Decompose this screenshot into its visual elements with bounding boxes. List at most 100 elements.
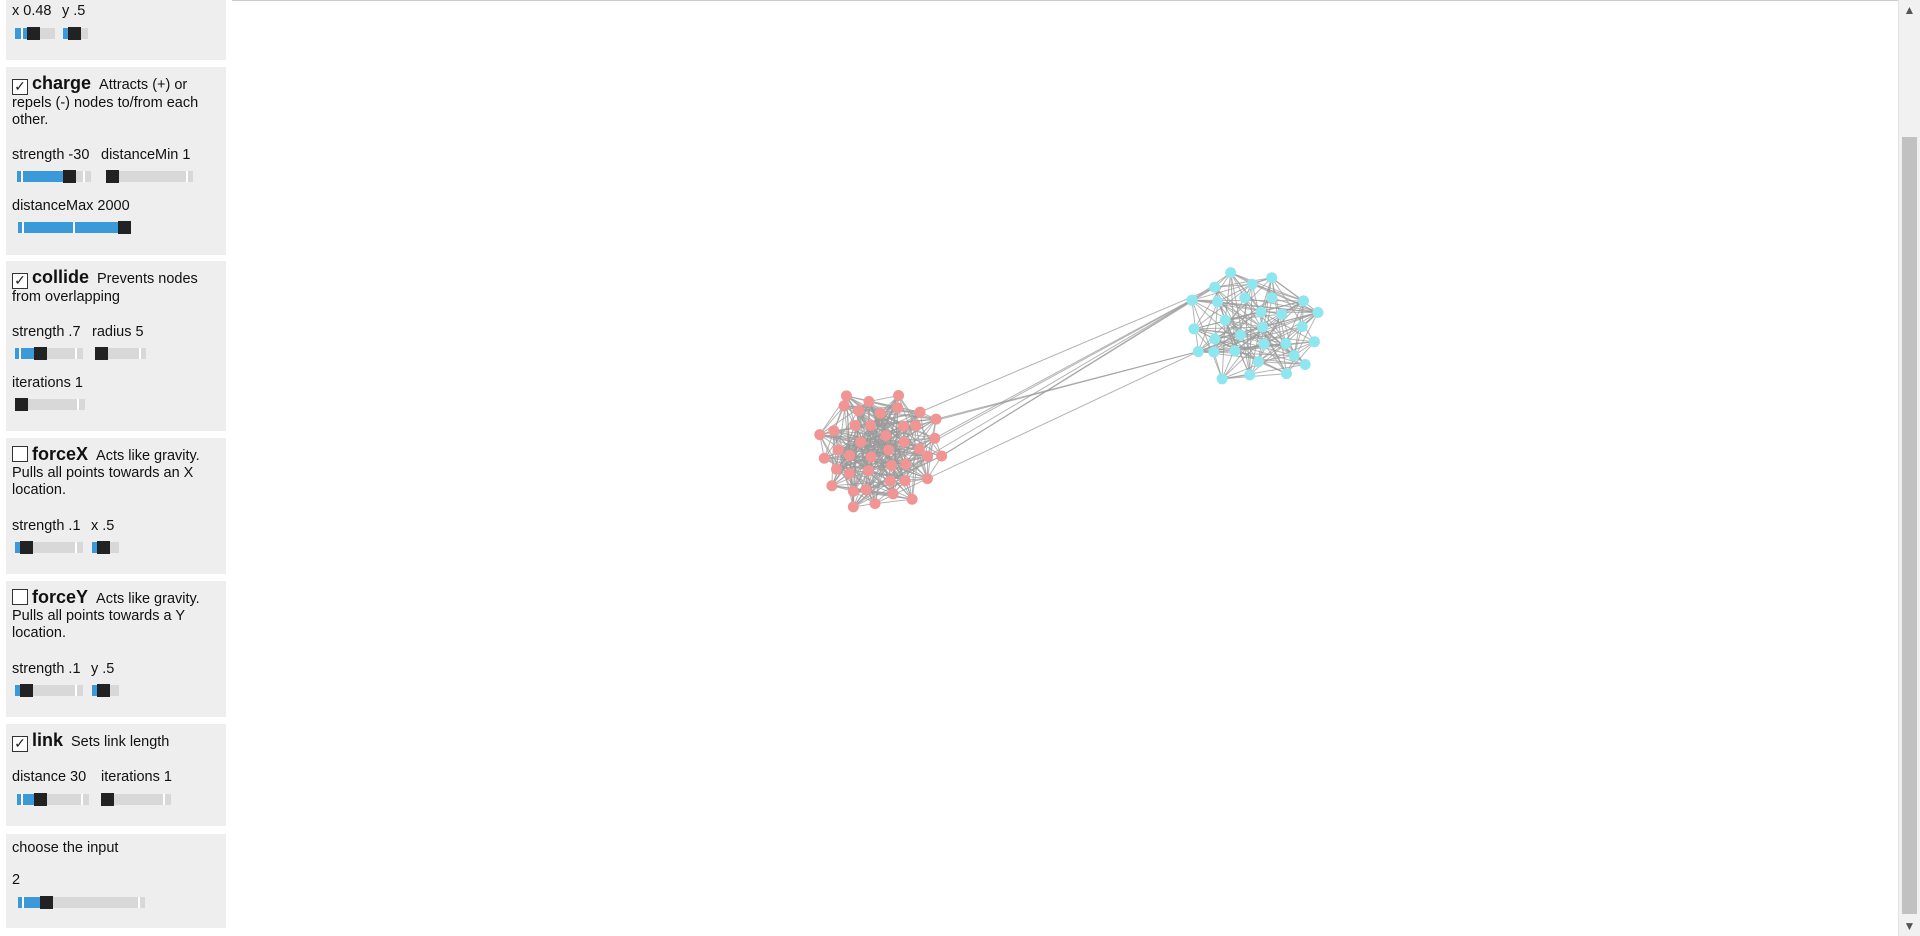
graph-node[interactable] [887,488,899,500]
graph-node[interactable] [843,468,855,480]
graph-node[interactable] [860,484,872,496]
graph-node[interactable] [826,480,838,492]
forcex-x-slider[interactable] [92,541,119,554]
graph-node[interactable] [929,432,941,444]
slider-handle[interactable] [27,27,40,40]
graph-node[interactable] [898,436,910,448]
graph-node[interactable] [1280,337,1292,349]
charge-distancemax-slider[interactable] [18,221,131,234]
graph-node[interactable] [1188,323,1200,335]
graph-node[interactable] [814,429,826,441]
collide-checkbox[interactable]: ✓ [12,273,28,289]
graph-node[interactable] [913,443,925,455]
graph-node[interactable] [936,450,948,462]
graph-node[interactable] [1266,292,1278,304]
graph-node[interactable] [1312,306,1324,318]
forcey-checkbox[interactable] [12,589,28,605]
graph-node[interactable] [1208,346,1220,358]
graph-node[interactable] [1209,333,1221,345]
graph-node[interactable] [847,485,859,497]
slider-handle[interactable] [34,347,47,360]
graph-node[interactable] [880,430,892,442]
graph-node[interactable] [1229,345,1241,357]
charge-checkbox[interactable]: ✓ [12,79,28,95]
graph-node[interactable] [1209,281,1221,293]
graph-node[interactable] [853,405,865,417]
graph-node[interactable] [1276,308,1288,320]
graph-node[interactable] [1258,338,1270,350]
slider-handle[interactable] [118,221,131,234]
graph-node[interactable] [863,396,875,408]
chevron-up-icon[interactable]: ▲ [1903,3,1916,17]
graph-node[interactable] [832,444,844,456]
graph-node[interactable] [847,501,859,513]
graph-node[interactable] [906,493,918,505]
graph-node[interactable] [1298,295,1310,307]
chevron-down-icon[interactable]: ▼ [1903,919,1916,933]
graph-node[interactable] [910,420,922,432]
graph-node[interactable] [1225,267,1237,279]
link-checkbox[interactable]: ✓ [12,736,28,752]
graph-node[interactable] [885,459,897,471]
graph-node[interactable] [844,449,856,461]
graph-node[interactable] [865,451,877,463]
collide-radius-slider[interactable] [95,347,146,360]
vertical-scrollbar[interactable]: ▲ ▼ [1898,0,1920,936]
graph-node[interactable] [1296,321,1308,333]
slider-handle[interactable] [15,398,28,411]
graph-node[interactable] [869,498,881,510]
graph-node[interactable] [1266,272,1278,284]
slider-handle[interactable] [106,170,119,183]
graph-node[interactable] [1299,359,1311,371]
graph-node[interactable] [818,452,830,464]
graph-node[interactable] [1212,296,1224,308]
slider-handle[interactable] [40,896,53,909]
graph-node[interactable] [1192,346,1204,358]
slider-handle[interactable] [20,541,33,554]
graph-node[interactable] [838,400,850,412]
graph-node[interactable] [892,402,904,414]
link-distance-slider[interactable] [17,793,89,806]
slider-handle[interactable] [20,684,33,697]
forcex-strength-slider[interactable] [15,541,83,554]
slider-handle[interactable] [68,27,81,40]
collide-strength-slider[interactable] [15,347,83,360]
graph-node[interactable] [849,420,861,432]
graph-node[interactable] [1244,369,1256,381]
link-iterations-slider[interactable] [101,793,171,806]
graph-node[interactable] [862,465,874,477]
slider-handle[interactable] [34,793,47,806]
forcey-strength-slider[interactable] [15,684,83,697]
graph-node[interactable] [855,436,867,448]
graph-node[interactable] [900,458,912,470]
graph-node[interactable] [930,413,942,425]
graph-node[interactable] [899,475,911,487]
slider-handle[interactable] [97,684,110,697]
graph-node[interactable] [865,419,877,431]
charge-distancemin-slider[interactable] [106,170,193,183]
forcey-y-slider[interactable] [92,684,119,697]
slider-handle[interactable] [95,347,108,360]
graph-node[interactable] [914,406,926,418]
graph-node[interactable] [874,407,886,419]
graph-node[interactable] [828,425,840,437]
graph-node[interactable] [1255,306,1267,318]
forcex-checkbox[interactable] [12,446,28,462]
slider-handle[interactable] [101,793,114,806]
slider-handle[interactable] [97,541,110,554]
graph-node[interactable] [893,390,905,402]
graph-node[interactable] [1257,321,1269,333]
graph-node[interactable] [898,420,910,432]
graph-node[interactable] [1186,294,1198,306]
graph-node[interactable] [1216,373,1228,385]
graph-node[interactable] [1308,336,1320,348]
charge-strength-slider[interactable] [17,170,91,183]
graph-node[interactable] [884,475,896,487]
center-y-slider[interactable] [63,27,88,40]
scrollbar-thumb[interactable] [1902,137,1917,914]
collide-iterations-slider[interactable] [15,398,85,411]
graph-node[interactable] [1252,356,1264,368]
graph-node[interactable] [1246,278,1258,290]
graph-node[interactable] [1280,368,1292,380]
